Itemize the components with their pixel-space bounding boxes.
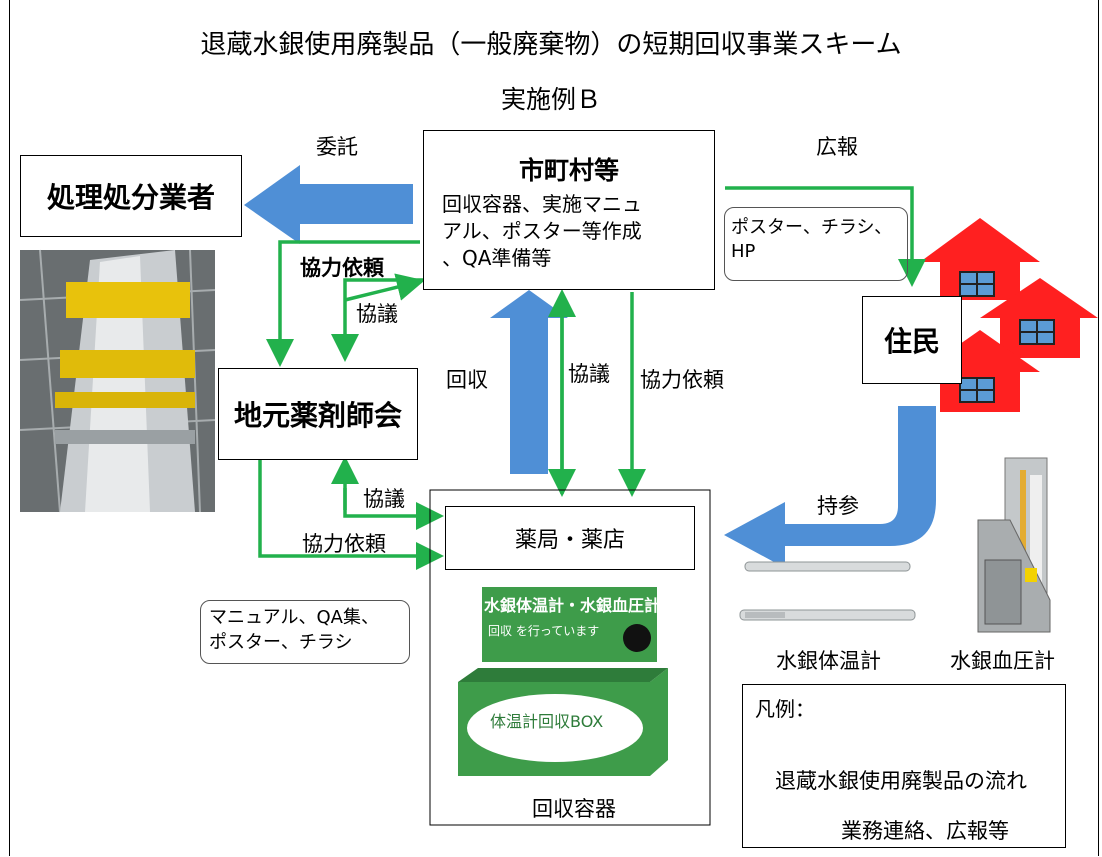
label-kaishu: 回収	[446, 368, 488, 392]
container-caption: 回収容器	[532, 797, 616, 821]
legend-green-label: 業務連絡、広報等	[841, 819, 1009, 843]
pharmacy-container-frame	[429, 489, 711, 826]
collection-box-art	[458, 668, 668, 776]
page-subtitle: 実施例Ｂ	[500, 85, 601, 114]
thermometer-images	[739, 561, 916, 621]
sphygmomanometer-caption: 水銀血圧計	[950, 649, 1055, 673]
pharmacist-association-box: 地元薬剤師会	[218, 368, 418, 460]
box-art-subtext: 回収 を行っています	[488, 624, 600, 638]
pharmacy-box: 薬局・薬店	[445, 506, 695, 570]
legend-title: 凡例：	[755, 697, 815, 721]
residents-box: 住民	[862, 296, 962, 384]
pharmacist-association-label: 地元薬剤師会	[233, 399, 402, 432]
label-kouhou: 広報	[816, 135, 858, 159]
manual-materials-line2: ポスター、チラシ	[209, 632, 353, 653]
label-kyougi-low: 協議	[363, 487, 405, 511]
blue-flow-arrows	[244, 165, 936, 568]
legend-blue-label: 退蔵水銀使用廃製品の流れ	[775, 769, 1027, 793]
municipality-desc-line3: 、QA準備等	[442, 246, 552, 270]
house-icons	[920, 218, 1098, 412]
pr-materials-line1: ポスター、チラシ、	[731, 217, 893, 238]
municipality-desc-line1: 回収容器、実施マニュ	[442, 192, 642, 216]
box-art-label: 体温計回収BOX	[490, 712, 604, 731]
label-kyouryoku-irai-low: 協力依頼	[302, 532, 386, 556]
thermometer-caption: 水銀体温計	[776, 649, 881, 673]
label-jisan: 持参	[817, 494, 859, 518]
arrow-pharmacy-to-municipality	[490, 290, 568, 474]
diagram-frame	[9, 0, 1099, 856]
disposal-company-label: 処理処分業者	[46, 181, 215, 214]
label-itaku: 委託	[316, 135, 358, 159]
page-title: 退蔵水銀使用廃製品（一般廃棄物）の短期回収事業スキーム	[200, 30, 902, 60]
green-communication-arrows	[258, 186, 926, 570]
municipality-title: 市町村等	[518, 156, 619, 185]
pr-materials-bracket: ポスター、チラシ、 HP	[724, 207, 908, 281]
manual-materials-line1: マニュアル、QA集、	[209, 607, 379, 628]
label-kyougi-top: 協議	[356, 302, 398, 326]
sphygmomanometer-image	[977, 457, 1051, 633]
collection-poster	[482, 587, 657, 662]
label-kyouryoku-irai-mid: 協力依頼	[640, 368, 724, 392]
incinerator-photo	[19, 249, 216, 513]
residents-label: 住民	[883, 325, 940, 358]
arrow-municipality-to-disposal	[244, 165, 413, 244]
box-art-header: 水銀体温計・水銀血圧計の	[484, 596, 673, 615]
legend-box: 凡例： 退蔵水銀使用廃製品の流れ 業務連絡、広報等	[742, 684, 1066, 848]
label-kyouryoku-irai-bold: 協力依頼	[300, 256, 384, 280]
disposal-company-box: 処理処分業者	[20, 155, 242, 237]
manual-materials-bracket: マニュアル、QA集、 ポスター、チラシ	[200, 600, 410, 664]
municipality-desc-line2: アル、ポスター等作成	[442, 219, 642, 243]
pr-materials-line2: HP	[731, 241, 756, 262]
pharmacy-label: 薬局・薬店	[514, 528, 625, 553]
arrow-residents-to-pharmacy	[724, 406, 936, 568]
municipality-box: 市町村等 回収容器、実施マニュ アル、ポスター等作成 、QA準備等	[423, 130, 715, 290]
label-kyougi-mid: 協議	[568, 362, 610, 386]
